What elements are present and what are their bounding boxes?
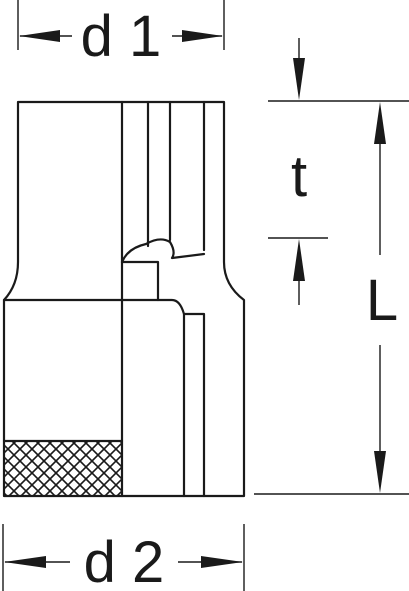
L-arrow-bottom-icon <box>374 451 386 493</box>
t-arrow-bottom-icon <box>293 239 305 281</box>
d1-dimension: d 1 <box>17 0 225 69</box>
L-dimension: L <box>254 102 409 495</box>
d2-label: d 2 <box>84 530 165 591</box>
d1-arrow-right-icon <box>182 30 223 42</box>
t-dimension: t <box>268 38 409 305</box>
socket-body <box>2 100 246 498</box>
inner-bore <box>120 298 206 498</box>
d1-label: d 1 <box>81 4 162 69</box>
knurl-pattern <box>4 441 123 496</box>
t-label: t <box>291 144 307 209</box>
hex-end-curve <box>120 238 206 264</box>
d2-arrow-left-icon <box>4 556 46 568</box>
t-arrow-top-icon <box>293 58 305 100</box>
socket-outline <box>2 100 246 498</box>
d1-arrow-left-icon <box>19 30 60 42</box>
hex-step <box>120 260 160 302</box>
L-label: L <box>366 268 398 333</box>
d2-arrow-right-icon <box>201 556 243 568</box>
L-arrow-top-icon <box>374 102 386 144</box>
d2-dimension: d 2 <box>2 524 245 591</box>
